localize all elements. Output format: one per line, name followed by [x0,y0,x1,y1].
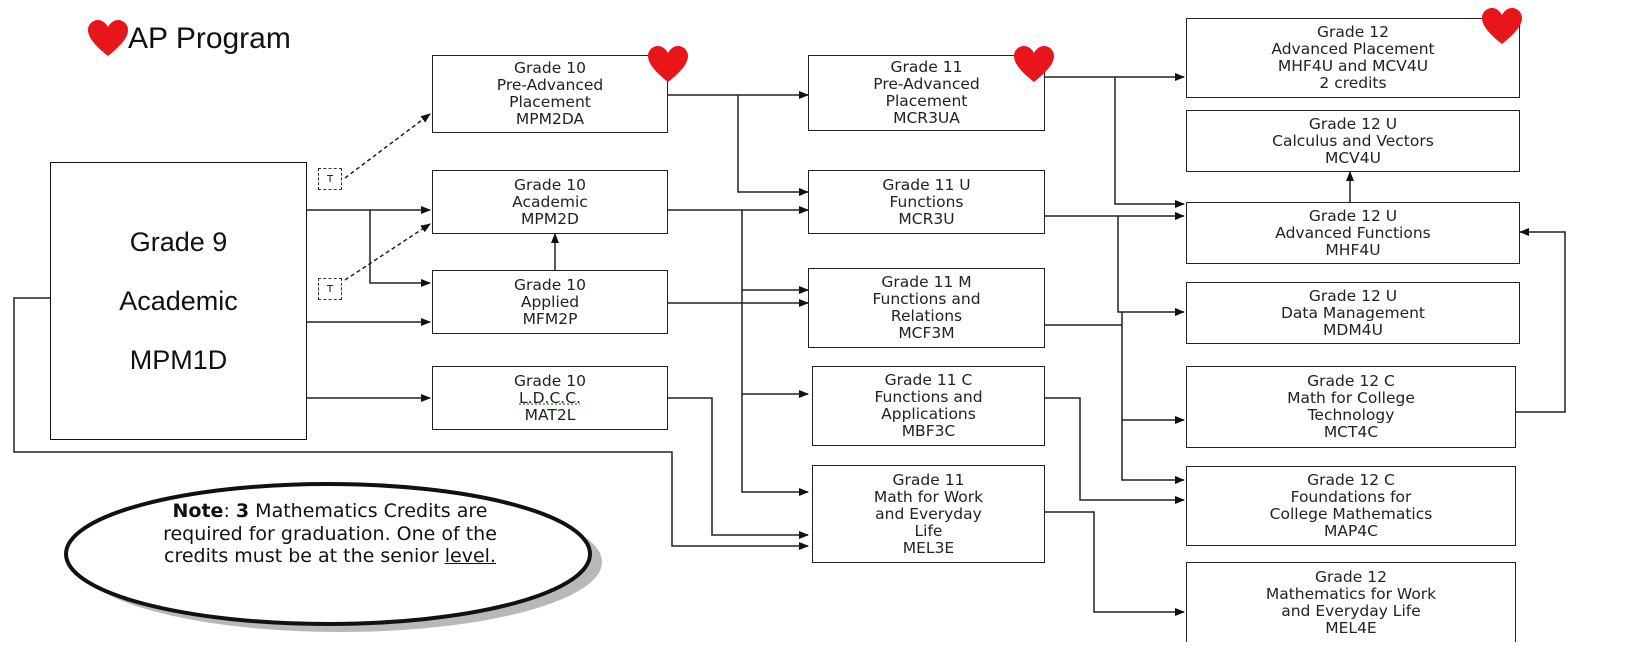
grade9-code: MPM1D [129,344,228,375]
course-code: MAP4C [1323,522,1378,540]
course-box-g12-college-technology: Grade 12 C Math for College Technology M… [1186,366,1516,448]
course-grade: Grade 12 C [1307,471,1395,489]
course-code: MEL3E [902,538,955,557]
course-title: Technology [1307,406,1395,424]
course-title: Pre-Advanced [496,76,604,94]
course-grade: Grade 11 U [882,175,971,194]
course-title: Data Management [1280,303,1426,322]
course-code: MHF4U and MCV4U [1277,57,1429,75]
course-box-g12-workplace: Grade 12 Mathematics for Work and Everyd… [1186,562,1516,642]
course-box-g12-calculus: Grade 12 U Calculus and Vectors MCV4U [1186,110,1520,172]
course-title: and Everyday Life [1281,601,1421,620]
course-grade: Grade 12 U [1308,286,1398,305]
course-box-g11-pre-ap: Grade 11 Pre-Advanced Placement MCR3UA [808,55,1045,131]
transfer-box-lower: T [318,278,342,300]
course-code: MHF4U [1325,240,1381,259]
course-box-g10-academic: Grade 10 Academic MPM2D [432,170,668,234]
course-title: College Mathematics [1269,505,1433,523]
course-code: MPM2DA [515,110,585,128]
course-code: MCT4C [1323,423,1379,441]
grade-9-academic-box: Grade 9 Academic MPM1D [50,162,307,440]
graduation-note: Note: 3 Mathematics Credits are required… [130,500,530,568]
course-box-g11-u: Grade 11 U Functions MCR3U [808,170,1045,234]
course-grade: Grade 12 C [1307,372,1395,390]
course-code: MFM2P [522,309,578,328]
course-title: Advanced Placement [1271,40,1435,58]
course-grade: Grade 12 U [1308,114,1398,133]
course-title: Functions and [872,290,981,308]
note-number: 3 [235,500,250,522]
heart-icon [1482,8,1522,44]
course-code: MCR3U [898,209,955,228]
course-credits: 2 credits [1319,74,1387,92]
course-title: Relations [890,307,963,325]
course-box-g10-applied: Grade 10 Applied MFM2P [432,270,668,334]
course-title: Placement [885,92,968,110]
grade9-stream: Academic [119,285,238,316]
heart-icon [88,20,128,56]
course-code: MDM4U [1323,320,1383,339]
course-box-g12-data-management: Grade 12 U Data Management MDM4U [1186,282,1520,344]
course-title: Calculus and Vectors [1272,131,1434,150]
course-title: Math for College [1287,389,1415,407]
course-box-g12-foundations: Grade 12 C Foundations for College Mathe… [1186,466,1516,546]
course-title: Advanced Functions [1275,223,1431,242]
course-grade: Grade 10 [514,59,586,77]
course-code: MCF3M [898,324,955,342]
course-title: Applications [881,405,976,423]
transfer-label: T [326,173,334,185]
course-grade: Grade 12 [1315,567,1387,586]
course-title: Functions and [874,388,983,406]
course-box-g11-m: Grade 11 M Functions and Relations MCF3M [808,268,1045,348]
course-title: Mathematics for Work [1265,584,1437,603]
course-box-g12-ap: Grade 12 Advanced Placement MHF4U and MC… [1186,18,1520,98]
ap-program-legend: AP Program [88,20,291,58]
course-box-g11-e: Grade 11 Math for Work and Everyday Life… [812,465,1045,563]
grade9-title: Grade 9 [129,226,228,257]
course-title: Functions [889,192,964,211]
course-code: MAT2L [524,405,576,424]
course-grade: Grade 11 C [884,371,973,389]
course-title: L.D.C.C. [519,388,581,407]
course-code: MEL4E [1325,618,1377,637]
course-grade: Grade 12 U [1308,206,1398,225]
course-title: and Everyday [875,504,982,523]
note-ellipse [64,482,602,632]
course-box-g11-c: Grade 11 C Functions and Applications MB… [812,366,1045,446]
course-grade: Grade 10 [514,371,586,390]
course-title: Academic [512,192,588,211]
course-grade: Grade 10 [514,275,586,294]
course-grade: Grade 10 [514,175,586,194]
course-title: Foundations for [1290,488,1412,506]
course-code: MPM2D [521,209,579,228]
course-grade: Grade 12 [1317,23,1389,41]
course-title: Pre-Advanced [873,75,980,93]
course-grade: Grade 11 [890,58,963,76]
course-code: MCV4U [1324,148,1381,167]
transfer-box-upper: T [318,168,342,190]
course-title: Applied [520,292,580,311]
course-code: MBF3C [901,422,956,440]
heart-icon [648,46,688,82]
legend-label: AP Program [128,22,291,55]
note-underlined: level. [444,545,496,567]
course-box-g10-ldcc: Grade 10 L.D.C.C. MAT2L [432,366,668,430]
heart-icon [1014,46,1054,82]
course-grade: Grade 11 [892,470,965,489]
course-box-g10-pre-ap: Grade 10 Pre-Advanced Placement MPM2DA [432,55,668,133]
note-text: : [223,500,236,522]
note-text: Mathematics Credits are required for gra… [163,500,497,567]
course-title: Life [914,521,943,540]
note-label: Note [172,500,224,522]
course-title: Math for Work [873,487,984,506]
course-title: Placement [509,93,591,111]
course-box-g12-advanced-functions: Grade 12 U Advanced Functions MHF4U [1186,202,1520,264]
course-grade: Grade 11 M [881,273,972,291]
course-code: MCR3UA [893,109,960,127]
transfer-label: T [326,283,334,295]
